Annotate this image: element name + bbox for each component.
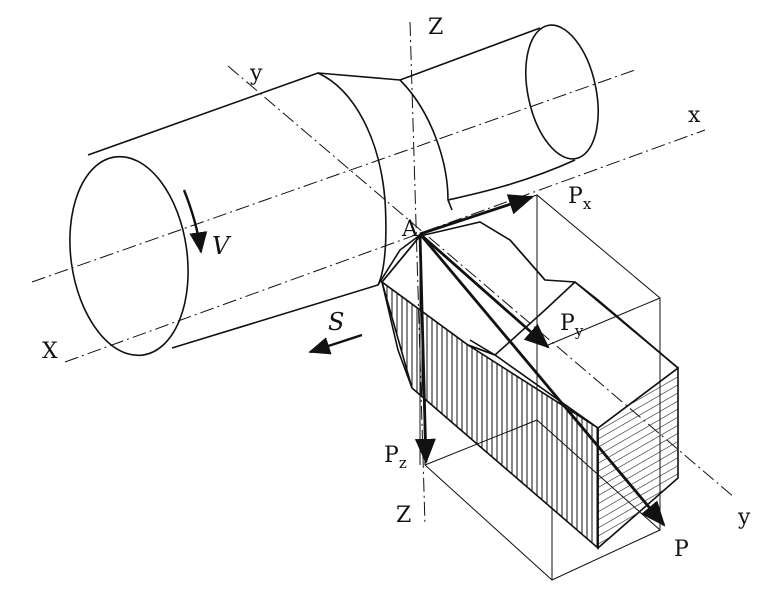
vector-py (419, 232, 550, 349)
label-z-bottom: Z (396, 503, 411, 528)
force-box (419, 194, 661, 581)
label-px-main: P (568, 184, 583, 209)
label-x-right: x (688, 103, 701, 128)
force-vectors (414, 194, 666, 527)
label-py-main: P (560, 311, 575, 336)
label-v: V (212, 232, 232, 260)
cylinder-chamfer (317, 72, 453, 211)
label-px: Px (568, 184, 592, 213)
label-y-top: y (249, 61, 263, 86)
vector-pz (414, 233, 436, 465)
vector-p (418, 233, 666, 527)
cylinder-left-face (69, 155, 189, 357)
vector-px (419, 194, 534, 236)
x-axis-line-2 (64, 129, 706, 363)
x-axis-line (31, 69, 636, 283)
cutting-tool (380, 221, 680, 550)
label-x-left: X (42, 339, 58, 364)
cylinder-small-body (399, 27, 576, 201)
label-a: A (401, 217, 419, 242)
label-pz: Pz (384, 443, 407, 472)
workpiece (69, 24, 599, 357)
label-p: P (674, 537, 689, 562)
label-s: S (328, 308, 344, 336)
label-py: Py (560, 311, 584, 340)
feed-arrow (308, 333, 363, 355)
label-pz-main: P (384, 443, 399, 468)
label-px-sub: x (583, 195, 592, 213)
rotation-arrow (182, 189, 208, 254)
cylinder-large-body (87, 72, 387, 349)
cylinder-right-face (525, 24, 599, 160)
label-z-top: Z (428, 15, 443, 40)
label-y-bottom: y (737, 505, 751, 530)
labels: Z Z X x y y A V S P Px Py Pz (42, 15, 751, 562)
label-pz-sub: z (399, 454, 407, 472)
label-py-sub: y (574, 322, 584, 340)
y-axis-line (227, 65, 736, 499)
